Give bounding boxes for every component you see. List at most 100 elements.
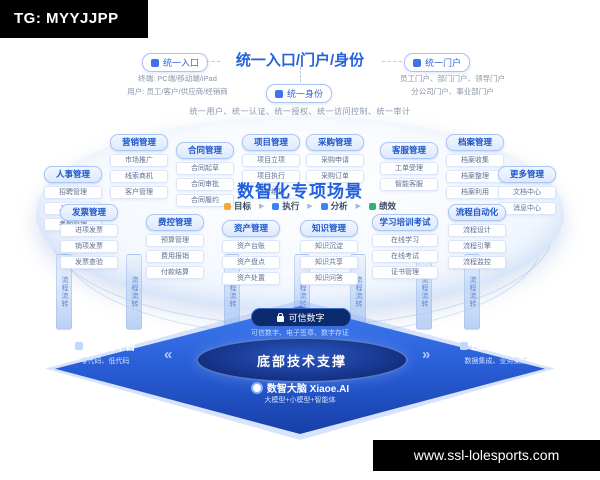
- arrow-right-icon: ▶: [258, 203, 265, 210]
- watermark-url: www.ssl-lolesports.com: [373, 440, 600, 471]
- module-sub-item: 客户管理: [110, 186, 168, 199]
- module-title: 档案管理: [446, 134, 504, 151]
- portal-note-line: 分公司门户、事业部门户: [411, 86, 494, 96]
- connector-line: [206, 61, 220, 62]
- module-items: 项目立项项目执行项目结项: [242, 154, 300, 199]
- step-label: 目标: [234, 201, 252, 211]
- module-expense: 费控管理 预算管理费用报销付款结算: [146, 214, 204, 279]
- module-sub-item: 资产盘点: [222, 256, 280, 269]
- module-asset: 资产管理 资产台账资产盘点资产处置: [222, 220, 280, 285]
- module-items: 进项发票销项发票发票查验: [60, 224, 118, 269]
- module-sub-item: 文档中心: [498, 186, 556, 199]
- goal-icon: [224, 202, 231, 210]
- tech-support-ellipse: 底部技术支撑: [196, 337, 408, 383]
- portal-icon: [413, 58, 421, 67]
- module-items: 流程设计流程引擎流程监控: [448, 224, 506, 269]
- module-archive: 档案管理 档案收集档案整理档案利用: [446, 134, 504, 199]
- step-goal: 目标: [224, 200, 251, 212]
- portal-badge-label: 统一门户: [425, 58, 462, 68]
- module-sub-item: 项目执行: [242, 170, 300, 183]
- module-sub-item: 流程监控: [448, 256, 506, 269]
- pillar-process-flow: 流程流转: [126, 254, 142, 330]
- pillar-label: 流程流转: [469, 276, 476, 308]
- pillar-label: 流程流转: [299, 276, 306, 308]
- connector-line: [382, 61, 402, 62]
- module-sub-item: 采购订单: [306, 170, 364, 183]
- entry-badge-label: 统一入口: [163, 58, 200, 68]
- ai-brain: 数智大脑 Xiaoe.AI: [200, 380, 400, 395]
- entry-note-line: 用户: 员工/客户/供应商/经销商: [127, 86, 228, 96]
- module-sub-item: 工单受理: [380, 162, 438, 175]
- entry-icon: [151, 58, 159, 67]
- lock-icon: [277, 312, 285, 322]
- module-sub-item: 档案利用: [446, 186, 504, 199]
- module-sub-item: 合同履约: [176, 194, 234, 207]
- module-title: 客服管理: [380, 142, 438, 159]
- pillar-process-flow: 流程流转: [56, 254, 72, 330]
- module-title: 流程自动化: [448, 204, 506, 221]
- esb-label: ESB数据集成: [471, 342, 532, 353]
- module-sub-item: 在线考试: [372, 250, 438, 263]
- module-sub-item: 销项发票: [60, 240, 118, 253]
- module-items: 文档中心消息中心: [498, 186, 556, 215]
- module-sub-item: 智能客服: [380, 178, 438, 191]
- module-items: 采购申请采购订单: [306, 154, 364, 183]
- module-sub-item: 知识沉淀: [300, 240, 358, 253]
- module-title: 营销管理: [110, 134, 168, 151]
- module-items: 在线学习在线考试证书管理: [372, 234, 438, 279]
- analyze-icon: [320, 202, 328, 210]
- module-title: 采购管理: [306, 134, 364, 151]
- module-title: 人事管理: [44, 166, 102, 183]
- ai-brain-label: 数智大脑 Xiaoe.AI: [266, 384, 350, 395]
- chevron-right-icon: »: [422, 346, 430, 363]
- module-sub-item: 合同审批: [176, 178, 234, 191]
- module-sub-item: 付款结算: [146, 266, 204, 279]
- module-title: 更多管理: [498, 166, 556, 183]
- esb-subtitle: 数据集成、业务集成: [464, 358, 528, 365]
- module-procurement: 采购管理 采购申请采购订单: [306, 134, 364, 183]
- module-invoice: 发票管理 进项发票销项发票发票查验: [60, 204, 118, 269]
- brain-icon: [250, 381, 263, 394]
- entry-badge: 统一入口: [142, 53, 209, 72]
- module-items: 资产台账资产盘点资产处置: [222, 240, 280, 285]
- module-sub-item: 档案整理: [446, 170, 504, 183]
- process-steps: 目标 ▶ 执行 ▶ 分析 ▶ 绩效: [224, 200, 396, 212]
- module-sub-item: 资产台账: [222, 240, 280, 253]
- module-sub-item: 项目结项: [242, 186, 300, 199]
- arrow-right-icon: ▶: [355, 203, 361, 210]
- module-items: 市场推广线索商机客户管理: [110, 154, 168, 199]
- portal-badge: 统一门户: [404, 53, 471, 72]
- step-performance: 绩效: [368, 200, 396, 212]
- module-title: 资产管理: [222, 220, 280, 237]
- module-learning: 学习培训考试 在线学习在线考试证书管理: [372, 214, 438, 279]
- module-sub-item: 档案收集: [446, 154, 504, 167]
- module-items: 预算管理费用报销付款结算: [146, 234, 204, 279]
- lowcode-icon: [74, 341, 83, 350]
- esb-icon: [460, 341, 469, 350]
- execute-icon: [272, 202, 280, 210]
- tech-support-label: 底部技术支撑: [256, 353, 347, 369]
- connector-line: [300, 67, 301, 82]
- portal-note-line: 员工门户、部门门户、领导门户: [400, 74, 505, 83]
- step-label: 执行: [282, 201, 300, 211]
- watermark-tg: TG: MYYJJPP: [0, 0, 148, 38]
- module-sub-item: 合同起草: [176, 162, 234, 175]
- step-label: 分析: [330, 201, 348, 211]
- arrow-right-icon: ▶: [307, 203, 313, 210]
- pillar-label: 流程流转: [61, 276, 68, 308]
- module-items: 知识沉淀知识共享知识问答: [300, 240, 358, 285]
- trusted-digital-label: 可信数字: [288, 313, 325, 323]
- module-contract: 合同管理 合同起草合同审批合同履约: [176, 142, 234, 207]
- module-sub-item: 招聘管理: [44, 186, 102, 199]
- module-sub-item: 资产处置: [222, 272, 280, 285]
- module-project: 项目管理 项目立项项目执行项目结项: [242, 134, 300, 199]
- step-label: 绩效: [378, 201, 396, 211]
- pillar-label: 流程流转: [421, 276, 428, 308]
- module-items: 档案收集档案整理档案利用: [446, 154, 504, 199]
- module-sub-item: 消息中心: [498, 202, 556, 215]
- module-sub-item: 发票查验: [60, 256, 118, 269]
- ai-brain-subtitle: 大模型+小模型+智能体: [264, 397, 336, 404]
- entry-notes: 终端: PC端/移动端/iPad 用户: 员工/客户/供应商/经销商: [95, 73, 260, 99]
- chevron-left-icon: «: [164, 346, 172, 363]
